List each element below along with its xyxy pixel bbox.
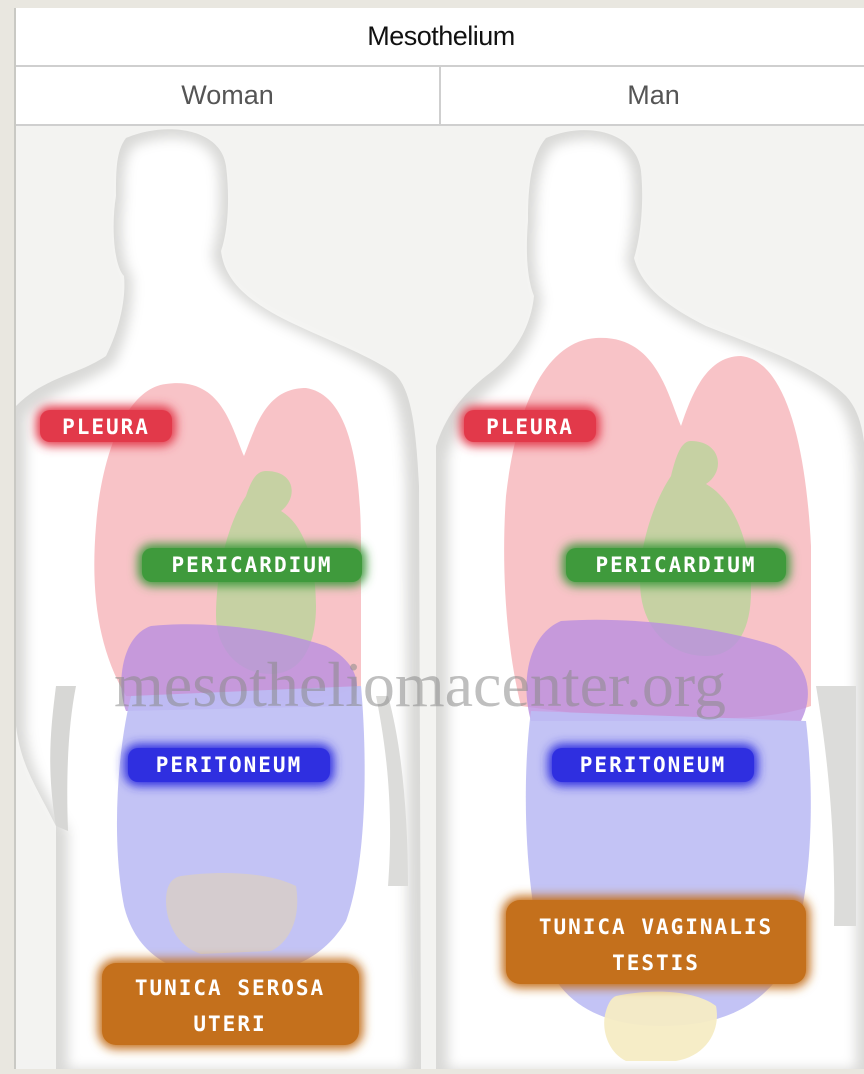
woman-label-pericardium-text: PERICARDIUM	[171, 553, 332, 577]
man-label-pericardium-text: PERICARDIUM	[595, 553, 756, 577]
diagram-frame: Mesothelium Woman Man	[14, 8, 864, 1069]
man-label-pericardium: PERICARDIUM	[562, 544, 790, 586]
woman-label-pericardium: PERICARDIUM	[138, 544, 366, 586]
man-label-tunica: TUNICA VAGINALIS TESTIS	[502, 896, 810, 988]
woman-label-pleura: PLEURA	[36, 406, 176, 446]
anatomy-figure-area: mesotheliomacenter.org PLEURA PERICARDIU…	[16, 126, 864, 1069]
man-label-peritoneum: PERITONEUM	[548, 744, 758, 786]
man-label-tunica-line2: TESTIS	[612, 951, 700, 975]
man-label-peritoneum-text: PERITONEUM	[580, 753, 726, 777]
watermark: mesotheliomacenter.org	[114, 649, 726, 720]
column-header-row: Woman Man	[16, 67, 864, 126]
man-label-pleura-text: PLEURA	[486, 415, 574, 439]
woman-uterus	[166, 873, 297, 954]
diagram-title: Mesothelium	[16, 8, 864, 67]
anatomy-illustration: mesotheliomacenter.org PLEURA PERICARDIU…	[16, 126, 864, 1069]
column-header-woman: Woman	[16, 67, 441, 124]
column-header-man: Man	[441, 67, 864, 124]
woman-label-tunica-line2: UTERI	[193, 1012, 266, 1036]
woman-label-tunica-line1: TUNICA SEROSA	[135, 976, 325, 1000]
man-testis	[604, 992, 717, 1061]
woman-label-peritoneum: PERITONEUM	[124, 744, 334, 786]
woman-label-tunica: TUNICA SEROSA UTERI	[98, 959, 363, 1049]
man-label-tunica-line1: TUNICA VAGINALIS	[539, 915, 773, 939]
woman-label-peritoneum-text: PERITONEUM	[156, 753, 302, 777]
woman-label-pleura-text: PLEURA	[62, 415, 150, 439]
man-label-pleura: PLEURA	[460, 406, 600, 446]
